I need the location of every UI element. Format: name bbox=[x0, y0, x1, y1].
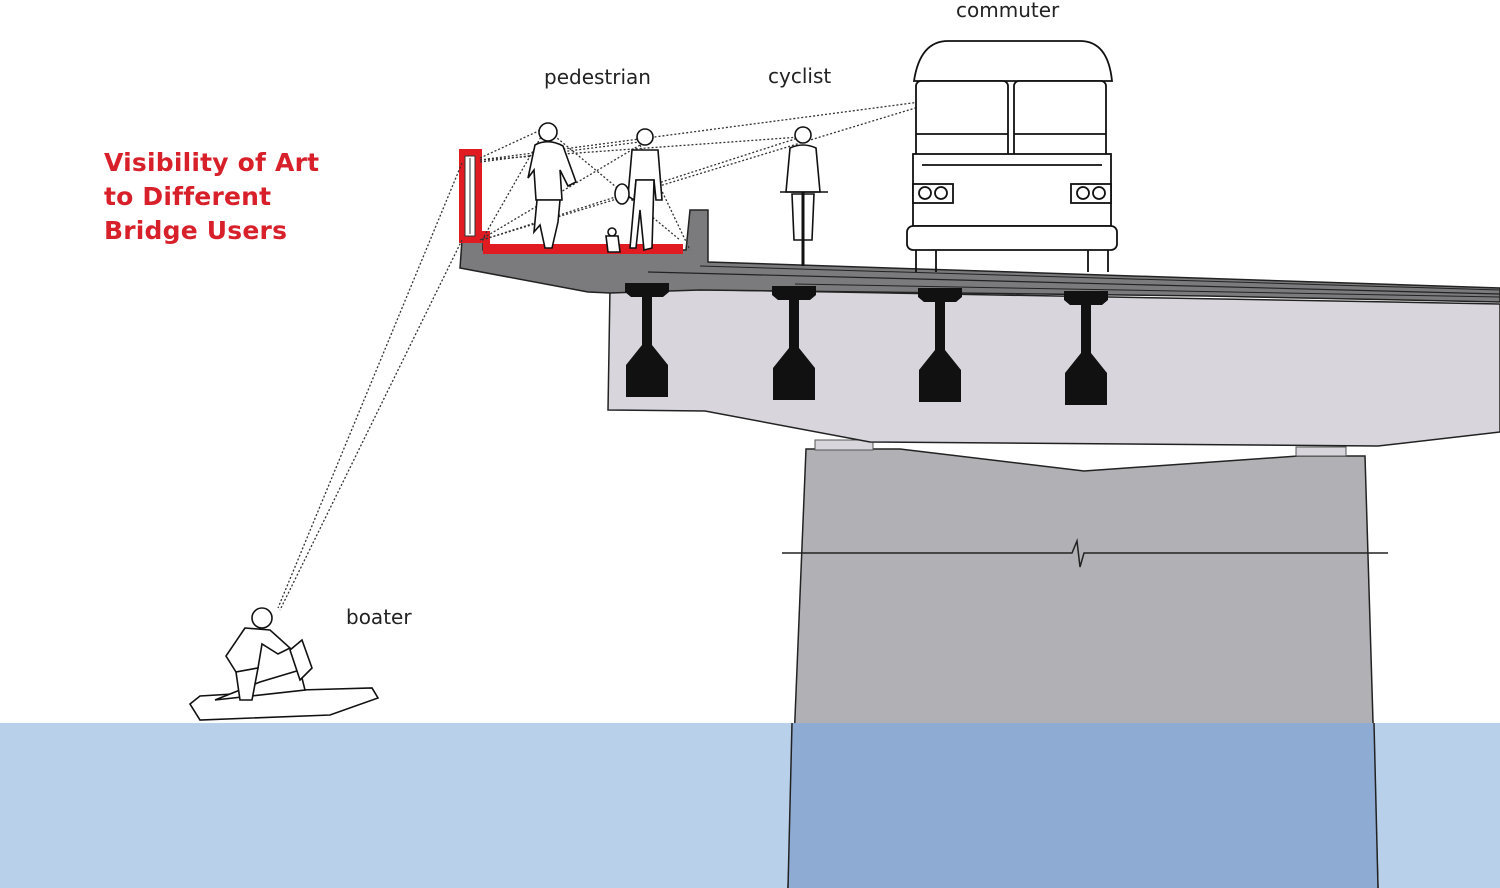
girder bbox=[772, 286, 816, 400]
girders bbox=[625, 283, 1108, 405]
jet-ski bbox=[188, 607, 380, 721]
label-boater: boater bbox=[346, 605, 412, 629]
label-pedestrian: pedestrian bbox=[544, 65, 651, 89]
title-line-2: to Different bbox=[104, 182, 272, 211]
pier-cap bbox=[607, 287, 1500, 447]
pedestrian-walker bbox=[605, 128, 663, 253]
title-line-3: Bridge Users bbox=[104, 216, 288, 245]
break-line bbox=[782, 538, 1388, 568]
bearing-left bbox=[814, 439, 874, 451]
pedestrian-runner bbox=[527, 122, 577, 249]
title-line-1: Visibility of Art bbox=[104, 148, 320, 177]
diagram-title: Visibility of Art to Different Bridge Us… bbox=[104, 146, 319, 248]
girder bbox=[625, 283, 669, 397]
cyclist-figure bbox=[780, 126, 828, 266]
pier-submerged bbox=[788, 723, 1378, 888]
label-commuter: commuter bbox=[956, 0, 1060, 22]
bus bbox=[906, 40, 1118, 272]
label-cyclist: cyclist bbox=[768, 64, 832, 88]
girder bbox=[918, 288, 962, 402]
girder bbox=[1064, 291, 1108, 405]
bearing-right bbox=[1295, 446, 1347, 457]
